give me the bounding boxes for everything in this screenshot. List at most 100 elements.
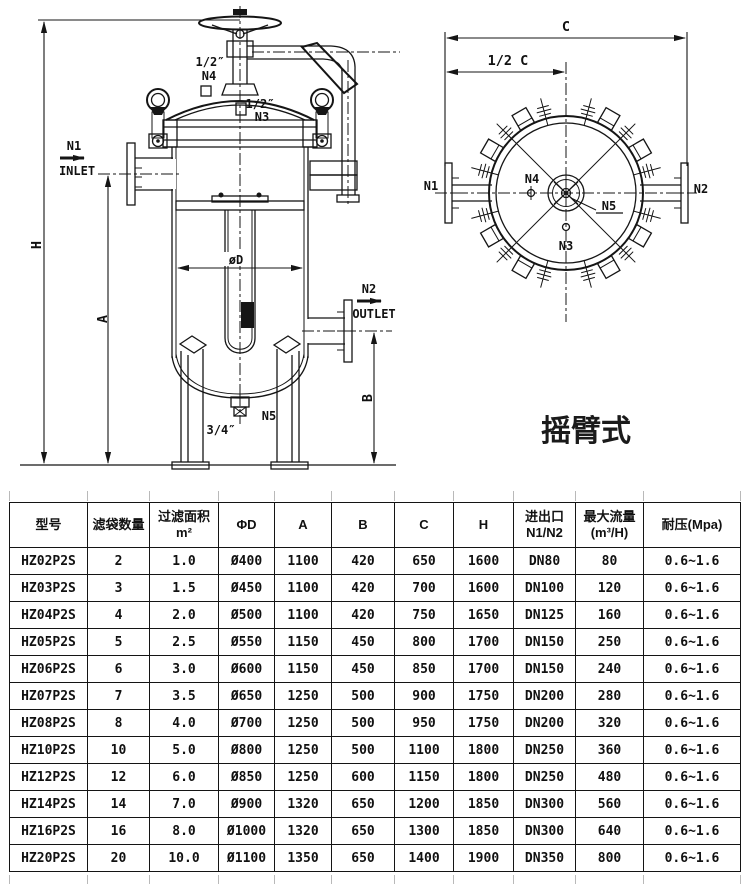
table-cell: 3.5 (149, 682, 219, 710)
gridline-stub (575, 491, 576, 501)
table-cell: 1250 (274, 763, 332, 791)
table-cell: 640 (575, 817, 644, 845)
table-cell: 1100 (274, 574, 332, 602)
table-cell: 1150 (274, 655, 332, 683)
table-cell: Ø550 (218, 628, 275, 656)
table-cell: 1800 (453, 763, 514, 791)
gridline-stub (453, 875, 454, 884)
table-cell: 2.5 (149, 628, 219, 656)
plan-n5-label: N5 (602, 199, 616, 213)
n3-size-label: 1/2″ (246, 97, 275, 111)
table-cell: 500 (331, 682, 395, 710)
table-cell: 1150 (394, 763, 454, 791)
table-cell: DN250 (513, 763, 576, 791)
table-cell: 480 (575, 763, 644, 791)
table-cell: 14 (87, 790, 150, 818)
gridline-stub (643, 875, 644, 884)
gridline-stub (643, 491, 644, 501)
side-view: H A (20, 6, 400, 470)
table-cell: 8.0 (149, 817, 219, 845)
table-cell: 1250 (274, 709, 332, 737)
table-cell: 900 (394, 682, 454, 710)
shell-outer-circle (488, 115, 644, 271)
table-cell: 0.6~1.6 (643, 628, 741, 656)
table-cell: DN200 (513, 709, 576, 737)
gridline-stub (87, 875, 88, 884)
drain-nozzle (230, 394, 250, 424)
table-cell: DN150 (513, 655, 576, 683)
table-cell: 0.6~1.6 (643, 655, 741, 683)
dim-label-c: C (562, 19, 570, 35)
inlet-n1-label: N1 (67, 139, 81, 153)
technical-drawing: H A (20, 6, 708, 470)
filter-bag (224, 210, 256, 354)
table-cell: 10 (87, 736, 150, 764)
table-cell: DN200 (513, 682, 576, 710)
table-cell: 20 (87, 844, 150, 872)
gridline-stub (740, 491, 741, 501)
table-cell: HZ05P2S (9, 628, 88, 656)
table-cell: 0.6~1.6 (643, 844, 741, 872)
table-header-cell: ΦD (218, 502, 275, 548)
gridline-stub (394, 491, 395, 501)
table-cell: 420 (331, 574, 395, 602)
table-cell: 5.0 (149, 736, 219, 764)
table-header-cell: H (453, 502, 514, 548)
table-header-cell: 最大流量 (m³/H) (575, 502, 644, 548)
gridline-stub (575, 875, 576, 884)
table-cell: 240 (575, 655, 644, 683)
table-cell: 7 (87, 682, 150, 710)
shell-inner-circle (495, 122, 637, 264)
outlet-label: OUTLET (352, 307, 395, 321)
table-cell: Ø450 (218, 574, 275, 602)
top-view: C 1/2 C (424, 19, 708, 322)
table-cell: HZ04P2S (9, 601, 88, 629)
table-cell: 1750 (453, 709, 514, 737)
table-cell: Ø700 (218, 709, 275, 737)
table-cell: 5 (87, 628, 150, 656)
arm-bracket (309, 160, 358, 176)
table-cell: 700 (394, 574, 454, 602)
table-cell: HZ03P2S (9, 574, 88, 602)
table-cell: 650 (331, 790, 395, 818)
table-cell: 1700 (453, 628, 514, 656)
gridline-stub (740, 875, 741, 884)
dim-label-d: øD (229, 253, 243, 267)
table-cell: 0.6~1.6 (643, 682, 741, 710)
table-cell: 0.6~1.6 (643, 817, 741, 845)
table-cell: HZ08P2S (9, 709, 88, 737)
table-cell: Ø1000 (218, 817, 275, 845)
table-cell: 3.0 (149, 655, 219, 683)
arm-gusset (300, 41, 359, 95)
table-cell: 6.0 (149, 763, 219, 791)
plan-inlet-pipe (444, 162, 492, 224)
table-cell: 250 (575, 628, 644, 656)
leg-left (171, 335, 210, 470)
gridline-stub (87, 491, 88, 501)
drain-size-label: 3/4″ (207, 423, 236, 437)
table-cell: DN150 (513, 628, 576, 656)
table-cell: 0.6~1.6 (643, 763, 741, 791)
table-cell: 1750 (453, 682, 514, 710)
table-cell: 420 (331, 547, 395, 575)
table-cell: 1900 (453, 844, 514, 872)
table-cell: DN250 (513, 736, 576, 764)
table-cell: 16 (87, 817, 150, 845)
gridline-stub (218, 875, 219, 884)
table-cell: DN80 (513, 547, 576, 575)
table-cell: 1100 (394, 736, 454, 764)
table-cell: 1150 (274, 628, 332, 656)
table-cell: Ø400 (218, 547, 275, 575)
table-cell: 80 (575, 547, 644, 575)
table-cell: 4.0 (149, 709, 219, 737)
table-header-cell: A (274, 502, 332, 548)
